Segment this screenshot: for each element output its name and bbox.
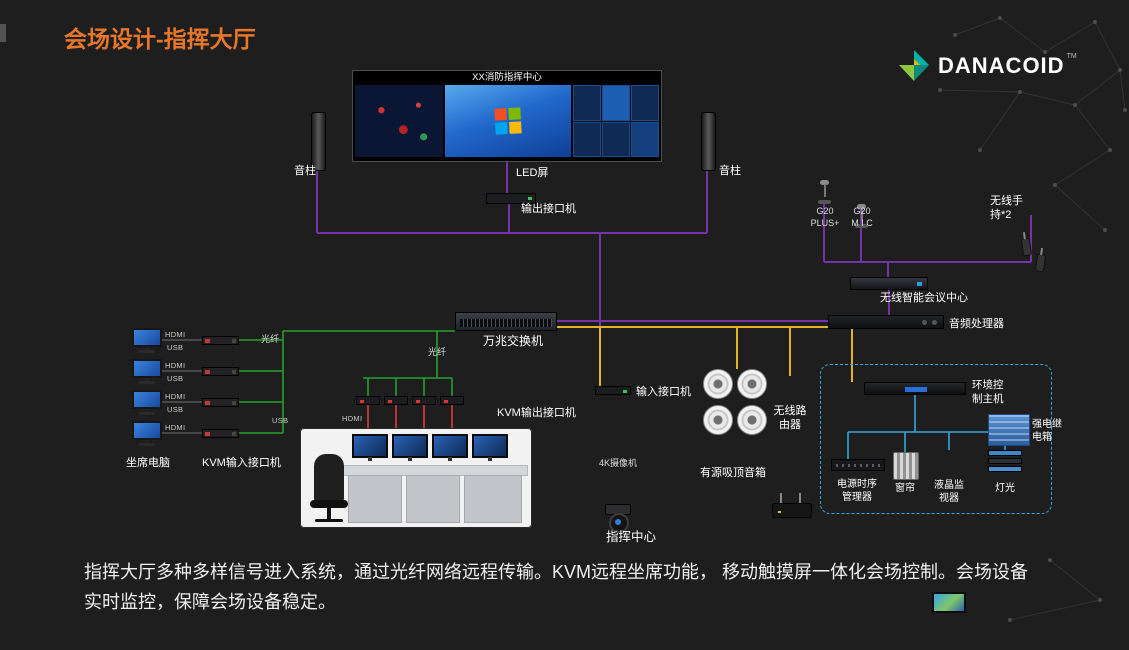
port-label-hdmi: HDMI <box>165 392 186 401</box>
audio-processor-device <box>828 315 944 329</box>
brand-tm: TM <box>1066 53 1077 60</box>
port-label-usb: USB <box>167 343 184 352</box>
label-fiber-mid: 光纤 <box>428 347 447 357</box>
port-label-hdmi: HDMI <box>165 330 186 339</box>
label-conference-center: 无线智能会议中心 <box>880 292 968 304</box>
power-relay-box-device <box>988 414 1030 446</box>
office-chair <box>314 454 344 504</box>
kvm-input-adapter <box>202 336 239 345</box>
label-switch-10g: 万兆交换机 <box>483 334 544 348</box>
label-speaker-left: 音柱 <box>294 165 316 177</box>
label-wireless-handheld: 无线手 持*2 <box>990 195 1023 222</box>
console-monitor <box>432 434 468 461</box>
label-env-control: 环境控 制主机 <box>972 379 1004 405</box>
label-power-relay: 强电继 电箱 <box>1032 419 1062 443</box>
curtain-icon <box>893 452 919 480</box>
port-label-hdmi: HDMI <box>342 414 363 423</box>
wireless-conference-center-device <box>850 277 928 290</box>
windows-desktop-screen <box>445 85 571 157</box>
brand-name: DANACOID <box>938 53 1065 78</box>
seat-pc-icon <box>132 390 162 417</box>
lights-device-icon <box>988 450 1022 476</box>
kvm-output-box <box>412 396 436 405</box>
ceiling-speaker <box>703 405 733 435</box>
map-screen <box>355 85 443 157</box>
label-kvm-output: KVM输出接口机 <box>497 407 576 419</box>
console-cabinet <box>406 475 460 523</box>
kvm-output-box <box>440 396 464 405</box>
console-monitor <box>472 434 508 461</box>
label-wireless-router: 无线路 由器 <box>773 405 807 432</box>
label-lights: 灯光 <box>995 483 1015 494</box>
ceiling-speaker <box>737 369 767 399</box>
red-kvm-lines <box>367 405 453 432</box>
label-speaker-right: 音柱 <box>719 165 741 177</box>
label-led-screen: LED屏 <box>516 167 549 179</box>
g20-plus-mic-icon <box>817 180 833 204</box>
led-videowall-title: XX消防指挥中心 <box>353 71 661 85</box>
green-fiber-lines <box>239 330 455 434</box>
multi-screen-grid <box>573 85 659 157</box>
speaker-column-right <box>701 112 716 171</box>
label-command-center: 指挥中心 <box>606 530 657 544</box>
g20-mic-icon <box>854 204 870 228</box>
label-ceiling-speakers: 有源吸顶音箱 <box>700 467 766 479</box>
description-text: 指挥大厅多种多样信号进入系统，通过光纤网络远程传输。KVM远程坐席功能， 移动触… <box>84 562 1029 612</box>
label-power-sequencer: 电源时序 管理器 <box>837 479 877 503</box>
danacoid-logo-icon <box>899 50 929 81</box>
camera-4k-icon <box>602 504 632 536</box>
led-videowall: XX消防指挥中心 <box>352 70 662 162</box>
kvm-input-adapter <box>202 398 239 407</box>
pc-cable-lines <box>162 339 202 434</box>
windows-logo-icon <box>494 107 522 135</box>
output-interface-device <box>486 193 536 204</box>
wireless-router-icon <box>772 492 812 518</box>
switch-10g-device <box>455 312 557 331</box>
console-cabinet <box>348 475 402 523</box>
ceiling-speakers-group <box>703 369 767 435</box>
console-monitor <box>352 434 388 461</box>
slide-edge-tab <box>0 24 6 42</box>
kvm-output-box <box>384 396 408 405</box>
speaker-column-left <box>311 112 326 171</box>
environment-control-group <box>820 364 1052 514</box>
label-curtain: 窗帘 <box>895 483 915 494</box>
ceiling-speaker <box>737 405 767 435</box>
kvm-output-box <box>356 396 380 405</box>
port-label-usb: USB <box>272 416 289 425</box>
label-lcd-monitor: 液晶监 视器 <box>934 480 964 504</box>
power-sequencer-device <box>831 459 885 471</box>
label-seat-pc: 坐席电脑 <box>126 457 170 469</box>
label-g20-mic: G20 M I C <box>851 206 873 228</box>
command-console-image <box>300 428 532 528</box>
console-monitor <box>392 434 428 461</box>
port-label-hdmi: HDMI <box>165 423 186 432</box>
label-audio-processor: 音频处理器 <box>949 318 1004 330</box>
port-label-usb: USB <box>167 374 184 383</box>
yellow-audio-lines <box>557 326 853 386</box>
ceiling-speaker <box>703 369 733 399</box>
seat-pc-icon <box>132 421 162 448</box>
seat-pc-icon <box>132 328 162 355</box>
purple-audio-video-lines <box>316 162 1032 327</box>
label-input-interface: 输入接口机 <box>636 386 691 398</box>
port-label-hdmi: HDMI <box>165 361 186 370</box>
label-camera-4k: 4K摄像机 <box>599 458 638 468</box>
kvm-input-adapter <box>202 429 239 438</box>
input-interface-device <box>595 386 631 395</box>
kvm-input-adapter <box>202 367 239 376</box>
label-kvm-input: KVM输入接口机 <box>202 457 281 469</box>
label-fiber-left: 光纤 <box>261 334 280 344</box>
env-control-host-device <box>864 382 966 395</box>
console-cabinet <box>464 475 522 523</box>
label-output-interface: 输出接口机 <box>521 203 576 215</box>
lcd-monitor-icon <box>932 592 1129 616</box>
page-title: 会场设计-指挥大厅 <box>64 26 256 52</box>
label-g20-plus: G20 PLUS+ <box>810 206 840 228</box>
port-label-usb: USB <box>167 405 184 414</box>
seat-pc-icon <box>132 359 162 386</box>
